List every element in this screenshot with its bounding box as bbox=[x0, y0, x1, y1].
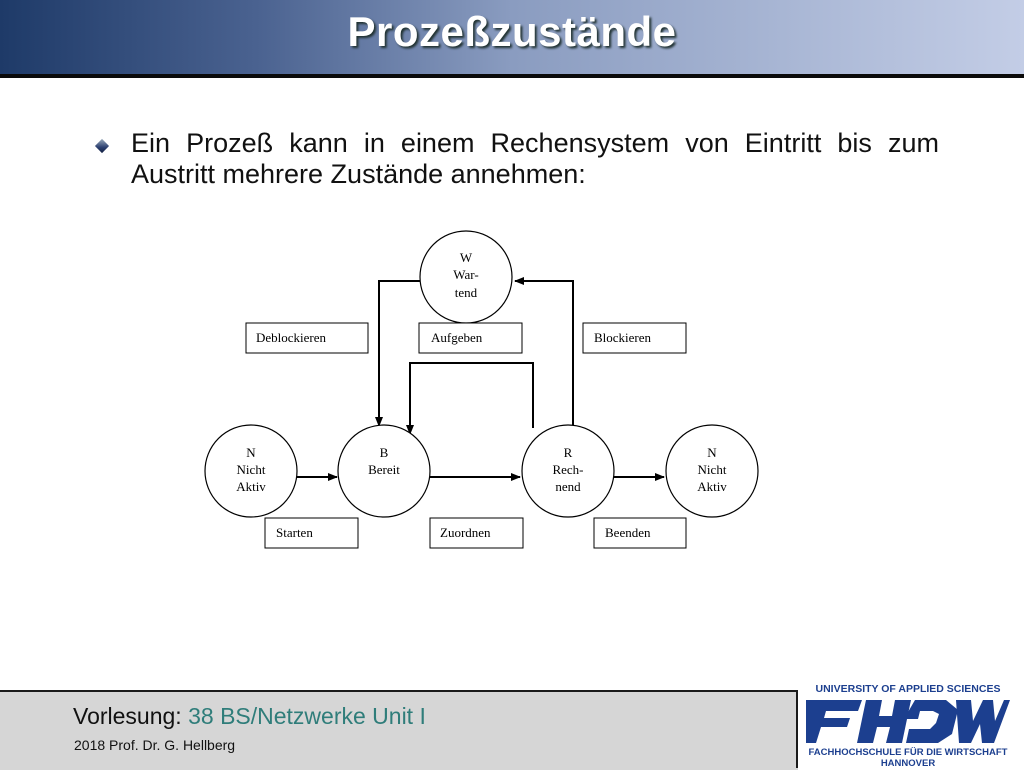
title-bar bbox=[0, 0, 1024, 76]
state-r-line1: R bbox=[564, 445, 573, 460]
state-b-line1: B bbox=[380, 445, 389, 460]
label-zuordnen-text: Zuordnen bbox=[440, 525, 491, 540]
bullet-text: Ein Prozeß kann in einem Rechensystem vo… bbox=[131, 128, 939, 189]
logo-bottom-text-1: FACHHOCHSCHULE FÜR DIE WIRTSCHAFT bbox=[809, 747, 1008, 758]
state-r: R Rech- nend bbox=[521, 424, 615, 518]
label-starten: Starten bbox=[264, 517, 359, 549]
state-n-left-line1: N bbox=[246, 445, 256, 460]
label-beenden: Beenden bbox=[593, 517, 687, 549]
footer-course: Vorlesung: 38 BS/Netzwerke Unit I bbox=[73, 703, 426, 730]
footer-divider bbox=[796, 690, 798, 768]
footer-bar bbox=[0, 690, 798, 770]
arrow-r-to-b bbox=[406, 362, 534, 435]
state-w-line3: tend bbox=[455, 285, 478, 300]
state-w-line1: W bbox=[460, 250, 473, 265]
state-r-line2: Rech- bbox=[552, 462, 583, 477]
arrow-r-to-w bbox=[514, 277, 574, 426]
state-n-right-line1: N bbox=[707, 445, 717, 460]
state-b: B Bereit bbox=[337, 424, 431, 518]
label-deblockieren: Deblockieren bbox=[245, 322, 369, 354]
title-underline bbox=[0, 74, 1024, 78]
state-b-line2: Bereit bbox=[368, 462, 400, 477]
state-n-right-line3: Aktiv bbox=[697, 479, 727, 494]
label-deblockieren-text: Deblockieren bbox=[256, 330, 327, 345]
label-aufgeben-text: Aufgeben bbox=[431, 330, 483, 345]
label-starten-text: Starten bbox=[276, 525, 313, 540]
footer-author: 2018 Prof. Dr. G. Hellberg bbox=[74, 737, 236, 753]
slide-title: Prozeßzustände bbox=[347, 8, 677, 55]
state-n-left-line2: Nicht bbox=[237, 462, 266, 477]
course-title: 38 BS/Netzwerke Unit I bbox=[188, 703, 426, 729]
state-n-left-line3: Aktiv bbox=[236, 479, 266, 494]
fhdw-logo: UNIVERSITY OF APPLIED SCIENCES FACHHOCHS… bbox=[806, 683, 1010, 768]
state-n-right: N Nicht Aktiv bbox=[665, 424, 759, 518]
label-blockieren-text: Blockieren bbox=[594, 330, 652, 345]
logo-top-text: UNIVERSITY OF APPLIED SCIENCES bbox=[816, 683, 1001, 695]
label-aufgeben: Aufgeben bbox=[418, 322, 523, 354]
state-n-right-line2: Nicht bbox=[698, 462, 727, 477]
state-w-line2: War- bbox=[453, 267, 478, 282]
label-blockieren: Blockieren bbox=[582, 322, 687, 354]
arrow-w-to-b bbox=[375, 280, 421, 427]
logo-bottom-text-2: HANNOVER bbox=[881, 758, 936, 768]
state-n-left: N Nicht Aktiv bbox=[204, 424, 298, 518]
vorlesung-label: Vorlesung: bbox=[73, 703, 182, 729]
label-beenden-text: Beenden bbox=[605, 525, 651, 540]
state-w: W War- tend bbox=[419, 230, 513, 324]
state-r-line3: nend bbox=[555, 479, 581, 494]
label-zuordnen: Zuordnen bbox=[429, 517, 524, 549]
